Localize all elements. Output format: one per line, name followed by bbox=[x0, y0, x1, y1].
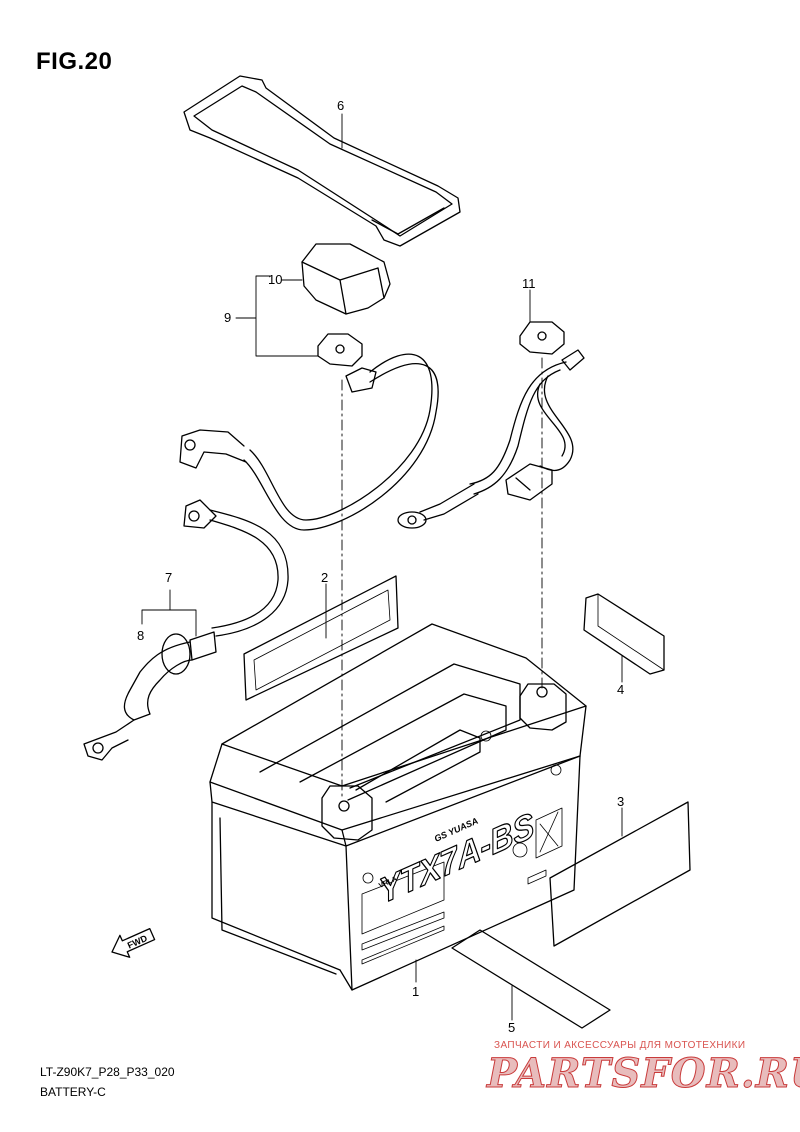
figure-code: LT-Z90K7_P28_P33_020 bbox=[40, 1065, 175, 1079]
assembly-lines bbox=[341, 357, 543, 801]
lead-wire-boot-part-7-8 bbox=[83, 499, 289, 761]
battery-part-1: YTX7A-BS GS YUASA VRLA bbox=[209, 623, 587, 991]
label-part-4 bbox=[583, 593, 665, 675]
fwd-arrow-label: FWD bbox=[126, 933, 149, 951]
callout-1: 1 bbox=[412, 984, 419, 999]
positive-lead-wire-part-9 bbox=[179, 333, 439, 531]
negative-lead-wire-part-11 bbox=[397, 321, 585, 529]
leader-lines bbox=[141, 113, 623, 1021]
figure-title: FIG.20 bbox=[36, 48, 113, 75]
watermark-subtitle: ЗАПЧАСТИ И АКСЕССУАРЫ ДЛЯ МОТОТЕХНИКИ bbox=[494, 1040, 746, 1051]
mat-part-5 bbox=[451, 929, 611, 1029]
callout-5: 5 bbox=[508, 1020, 515, 1035]
terminal-cover-part-10 bbox=[301, 243, 391, 315]
callout-8: 8 bbox=[137, 628, 144, 643]
callout-6: 6 bbox=[337, 98, 344, 113]
callout-2: 2 bbox=[321, 570, 328, 585]
callout-9: 9 bbox=[224, 310, 231, 325]
fwd-arrow: FWD bbox=[111, 927, 156, 958]
label-part-3 bbox=[549, 801, 691, 947]
callout-10: 10 bbox=[268, 272, 282, 287]
figure-name: BATTERY-C bbox=[40, 1085, 106, 1099]
callout-4: 4 bbox=[617, 682, 624, 697]
callout-7: 7 bbox=[165, 570, 172, 585]
callout-numbers: 1 2 3 4 5 6 7 8 9 10 11 bbox=[137, 98, 624, 1035]
battery-band-part-6 bbox=[183, 75, 461, 247]
watermark-logo[interactable]: PARTSFOR.RU bbox=[487, 1050, 800, 1098]
label-part-2 bbox=[243, 575, 399, 701]
callout-3: 3 bbox=[617, 794, 624, 809]
callout-11: 11 bbox=[522, 276, 536, 291]
battery-model-label: YTX7A-BS bbox=[377, 806, 537, 912]
